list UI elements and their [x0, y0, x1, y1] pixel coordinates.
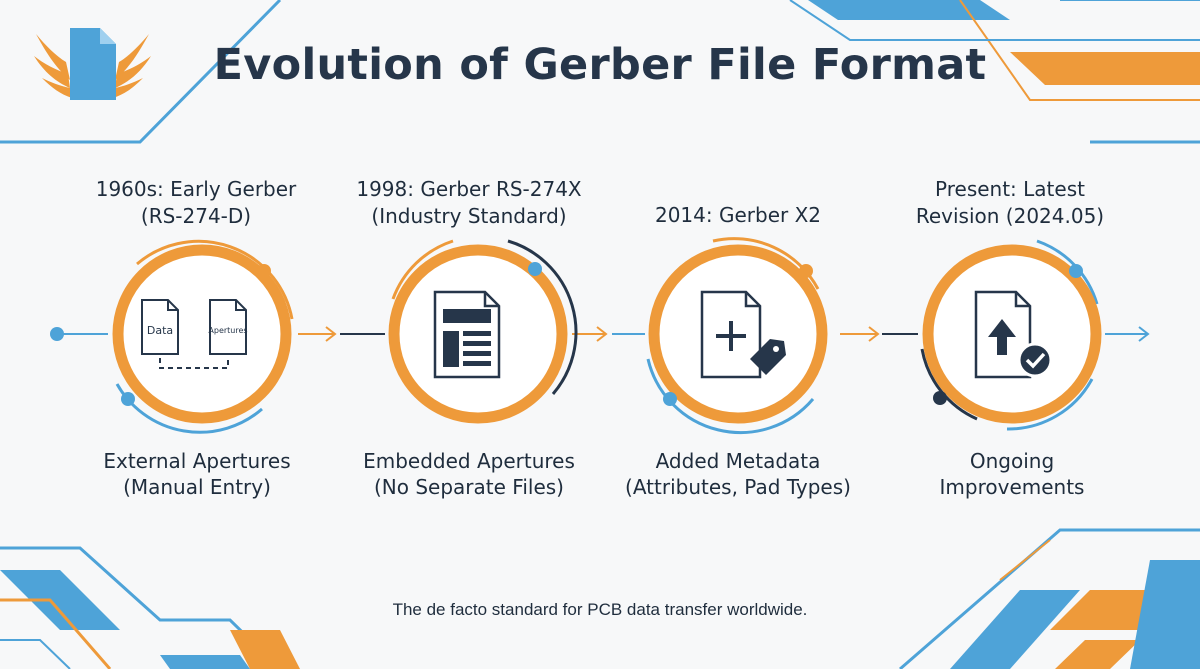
- stage-4-heading-line2: Revision (2024.05): [915, 204, 1105, 228]
- stage-3-caption: Added Metadata (Attributes, Pad Types): [598, 448, 878, 500]
- stage-2-ring: [353, 209, 603, 459]
- stage-2-heading-line2: (Industry Standard): [371, 204, 567, 228]
- stage-3-heading-line1: 2014: Gerber X2: [654, 203, 822, 227]
- stage-1-caption-line1: External Apertures: [103, 449, 291, 473]
- stage-4-heading-line1: Present: Latest: [935, 177, 1085, 201]
- stage-3-caption-line1: Added Metadata: [655, 449, 821, 473]
- stage-2-caption-line2: (No Separate Files): [374, 475, 564, 499]
- stage-1-heading-line2: (RS-274-D): [140, 204, 252, 228]
- stage-4-caption: Ongoing Improvements: [872, 448, 1152, 500]
- stage-3-caption-line2: (Attributes, Pad Types): [625, 475, 851, 499]
- stage-4-heading: Present: Latest Revision (2024.05): [880, 176, 1140, 230]
- stage-3-ring: [613, 209, 863, 459]
- stage-4-caption-line1: Ongoing: [969, 449, 1055, 473]
- document-upload-check-icon: [974, 290, 1053, 379]
- stage-1-caption: External Apertures (Manual Entry): [57, 448, 337, 500]
- document-layout-icon: [433, 290, 501, 379]
- page-title: Evolution of Gerber File Format: [213, 40, 987, 90]
- winged-document-icon: [34, 28, 151, 100]
- stage-1-icon-text-data: Data: [147, 324, 173, 337]
- stage-2-heading: 1998: Gerber RS-274X (Industry Standard): [339, 176, 599, 230]
- stage-1-caption-line2: (Manual Entry): [123, 475, 271, 499]
- footer-text: The de facto standard for PCB data trans…: [392, 600, 808, 619]
- logo: [34, 28, 151, 100]
- stage-1-icon-text-apertures: Apertures: [208, 326, 247, 335]
- stage-3-heading: 2014: Gerber X2: [608, 202, 868, 229]
- stage-2-caption-line1: Embedded Apertures: [363, 449, 575, 473]
- stage-1-heading-line1: 1960s: Early Gerber: [95, 177, 297, 201]
- data-apertures-files-icon: Data Apertures: [141, 299, 248, 369]
- stage-2-heading-line1: 1998: Gerber RS-274X: [356, 177, 582, 201]
- document-plus-tag-icon: [700, 290, 786, 379]
- stage-4-ring: [887, 209, 1137, 459]
- stage-1-ring: Data Apertures: [77, 209, 327, 459]
- stage-1-heading: 1960s: Early Gerber (RS-274-D): [66, 176, 326, 230]
- stage-4-caption-line2: Improvements: [939, 475, 1085, 499]
- stage-2-caption: Embedded Apertures (No Separate Files): [329, 448, 609, 500]
